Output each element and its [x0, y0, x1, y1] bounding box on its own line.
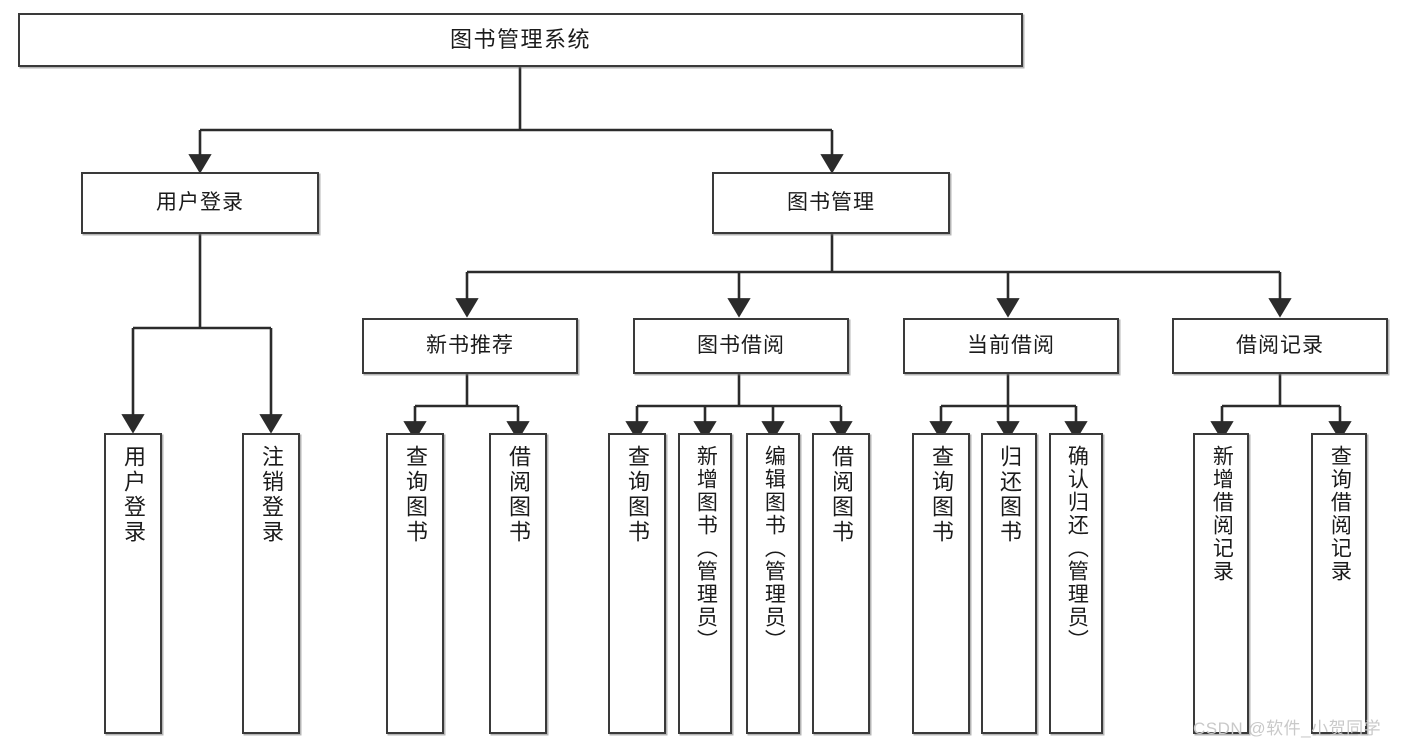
node-label: 查询图书	[928, 445, 954, 545]
node-label: 图书借阅	[697, 333, 785, 357]
node-label: 借阅图书	[828, 445, 854, 545]
node-label: 查询图书	[402, 445, 428, 545]
node-leaf-logout[interactable]: 注销登录	[242, 433, 300, 734]
node-leaf-query-book-current[interactable]: 查询图书	[912, 433, 970, 734]
node-book-management[interactable]: 图书管理	[712, 172, 950, 234]
node-leaf-borrow-book-recommend[interactable]: 借阅图书	[489, 433, 547, 734]
node-leaf-confirm-return-admin[interactable]: 确认归还（管理员）	[1049, 433, 1103, 734]
node-leaf-query-borrow-record[interactable]: 查询借阅记录	[1311, 433, 1367, 734]
node-borrow-record[interactable]: 借阅记录	[1172, 318, 1388, 374]
node-label: 用户登录	[120, 445, 146, 545]
node-label: 编辑图书（管理员）	[762, 445, 786, 652]
node-label: 注销登录	[258, 445, 284, 545]
node-leaf-edit-book-admin[interactable]: 编辑图书（管理员）	[746, 433, 800, 734]
node-label: 借阅记录	[1236, 333, 1324, 357]
node-label: 用户登录	[156, 190, 244, 214]
node-leaf-return-book[interactable]: 归还图书	[981, 433, 1037, 734]
node-book-borrow[interactable]: 图书借阅	[633, 318, 849, 374]
node-root-system[interactable]: 图书管理系统	[18, 13, 1023, 67]
node-user-login[interactable]: 用户登录	[81, 172, 319, 234]
watermark-text: CSDN @软件_小贺同学	[1193, 719, 1382, 738]
node-leaf-user-login[interactable]: 用户登录	[104, 433, 162, 734]
node-label: 新增借阅记录	[1210, 445, 1234, 583]
node-leaf-borrow-book[interactable]: 借阅图书	[812, 433, 870, 734]
node-label: 查询图书	[624, 445, 650, 545]
node-label: 查询借阅记录	[1328, 445, 1352, 583]
node-label: 当前借阅	[967, 333, 1055, 357]
node-label: 新增图书（管理员）	[694, 445, 718, 652]
node-leaf-add-book-admin[interactable]: 新增图书（管理员）	[678, 433, 732, 734]
node-label: 归还图书	[996, 445, 1022, 545]
node-label: 图书管理	[787, 190, 875, 214]
node-label: 确认归还（管理员）	[1065, 445, 1089, 652]
node-leaf-query-book-borrow[interactable]: 查询图书	[608, 433, 666, 734]
node-label: 新书推荐	[426, 333, 514, 357]
node-leaf-add-borrow-record[interactable]: 新增借阅记录	[1193, 433, 1249, 734]
node-label: 借阅图书	[505, 445, 531, 545]
node-label: 图书管理系统	[449, 27, 591, 53]
node-current-borrow[interactable]: 当前借阅	[903, 318, 1119, 374]
node-leaf-query-book-recommend[interactable]: 查询图书	[386, 433, 444, 734]
node-new-book-recommend[interactable]: 新书推荐	[362, 318, 578, 374]
